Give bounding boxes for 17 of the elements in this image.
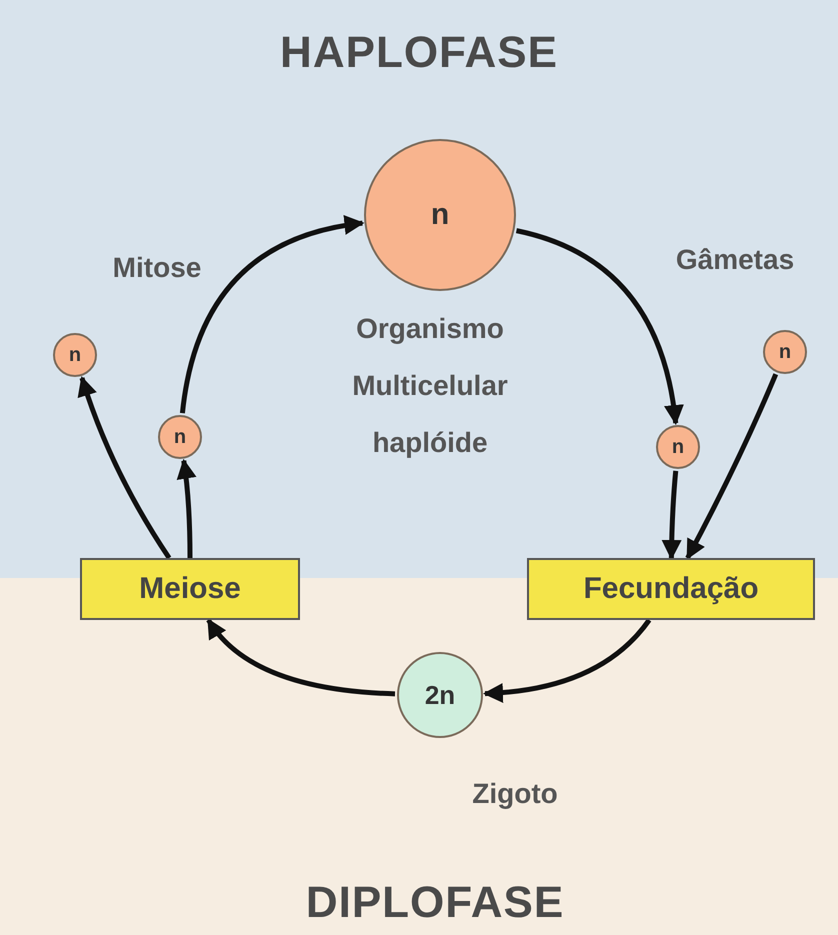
process-label: Mitose — [112, 252, 202, 284]
cycle-arrow — [180, 216, 364, 414]
cycle-arrow — [482, 618, 652, 703]
node-label: Zigoto — [471, 777, 559, 811]
process-label: Gâmetas — [676, 244, 794, 276]
cycle-arrow — [176, 458, 196, 558]
node-label: Organismo Multicelular haplóide — [351, 312, 509, 460]
cycle-arrow — [516, 228, 684, 426]
process-box: Fecundação — [527, 558, 815, 620]
cycle-arrow — [78, 376, 172, 560]
cycle-arrow — [662, 470, 682, 560]
cell-circle: 2n — [397, 652, 483, 738]
phase-title: HAPLOFASE — [280, 28, 558, 78]
cycle-arrow — [685, 373, 778, 560]
process-box: Meiose — [80, 558, 300, 620]
phase-title: DIPLOFASE — [306, 878, 564, 928]
cycle-arrow — [206, 618, 396, 696]
